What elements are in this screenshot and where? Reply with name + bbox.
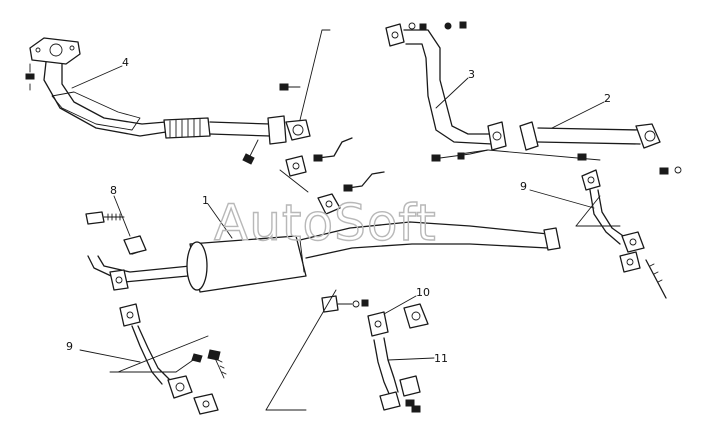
- callout-labels: 1 2 3 4 8 9 9 10 11: [66, 56, 611, 365]
- callout-11: 11: [434, 352, 448, 365]
- callout-8: 8: [110, 184, 117, 197]
- clamp-bolt: [85, 211, 147, 255]
- lower-left-hanger: [109, 303, 227, 415]
- callout-10: 10: [416, 286, 430, 299]
- guide-lines: [117, 29, 601, 411]
- center-hangers: [279, 137, 385, 215]
- right-hanger: [575, 169, 667, 299]
- rear-pipe: [519, 121, 682, 175]
- callout-leaders: [71, 65, 605, 363]
- front-exhaust-pipe: [25, 37, 311, 165]
- callout-9-left: 9: [66, 340, 73, 353]
- muffler-assembly: [87, 221, 561, 293]
- callout-1: 1: [202, 194, 209, 207]
- callout-4: 4: [122, 56, 129, 69]
- intermediate-pipe: [385, 21, 507, 162]
- callout-2: 2: [604, 92, 611, 105]
- watermark-text: AutoSoft: [214, 194, 437, 252]
- callout-3: 3: [468, 68, 475, 81]
- callout-9-right: 9: [520, 180, 527, 193]
- middle-hanger: [321, 295, 429, 413]
